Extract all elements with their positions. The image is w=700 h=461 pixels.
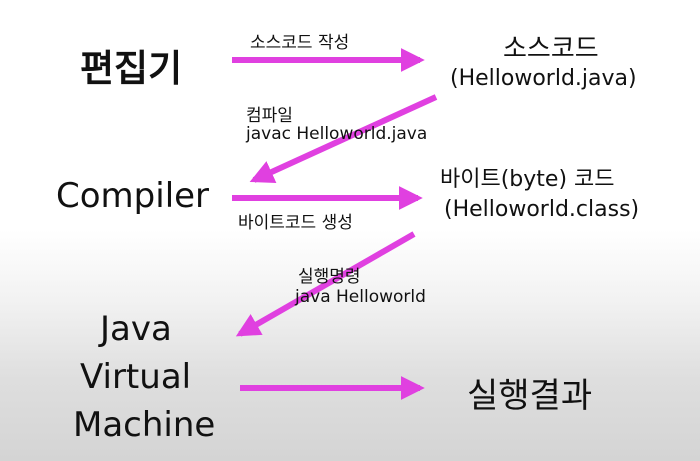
edge-label-compile: 컴파일 [246, 106, 293, 126]
node-jvm-line2: Virtual [80, 357, 192, 397]
node-source-code-title: 소스코드 [503, 34, 599, 64]
edge-label-run-command: java Helloworld [295, 287, 426, 307]
node-editor: 편집기 [80, 47, 183, 90]
node-jvm-line3: Machine [73, 405, 216, 445]
node-source-code-file: (Helloworld.java) [450, 66, 637, 91]
node-compiler: Compiler [56, 176, 210, 216]
node-bytecode-file: (Helloworld.class) [444, 197, 640, 222]
arrow-bytecode-to-jvm [235, 231, 416, 337]
edge-label-compile-command: javac Helloworld.java [246, 124, 428, 144]
node-jvm-line1: Java [100, 309, 172, 349]
edge-label-generate-bytecode: 바이트코드 생성 [238, 213, 353, 233]
node-result: 실행결과 [467, 376, 593, 416]
arrow-source-to-compiler [249, 94, 438, 183]
edge-label-write-source: 소스코드 작성 [250, 33, 350, 53]
edge-label-run: 실행명령 [298, 267, 361, 287]
node-bytecode-title: 바이트(byte) 코드 [440, 167, 615, 192]
